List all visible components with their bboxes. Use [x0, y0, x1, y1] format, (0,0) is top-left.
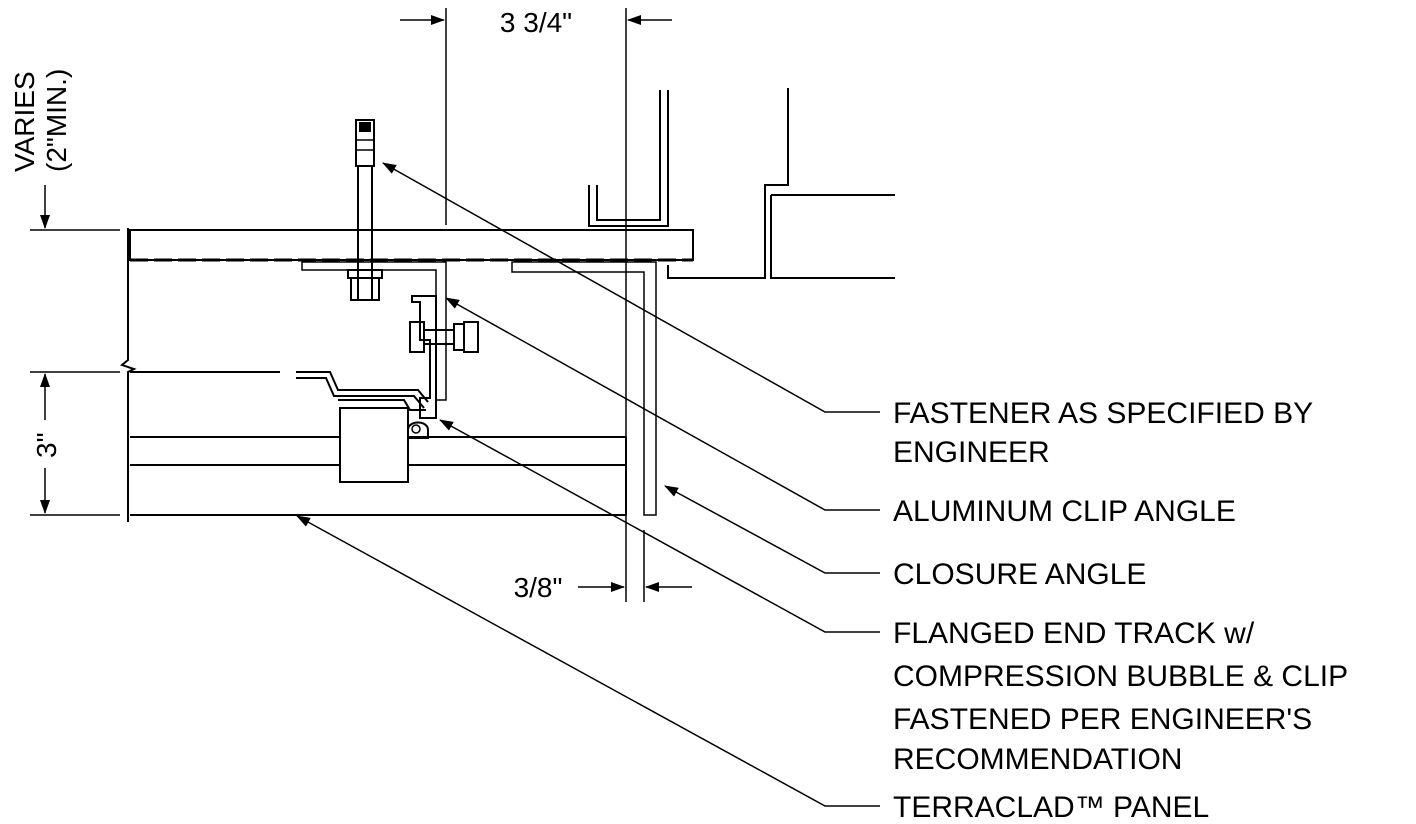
dim-varies-line2: (2"MIN.) [41, 69, 72, 172]
dimension-panel-height: 3" [30, 371, 120, 516]
dim-gap-width: 3/8" [514, 572, 563, 603]
dimension-varies: VARIES (2"MIN.) [9, 69, 120, 231]
dimension-gap: 3/8" [514, 530, 692, 603]
callout-end-track-line1: FLANGED END TRACK w/ [893, 617, 1255, 650]
flanged-end-track [296, 295, 437, 419]
panel-clip [339, 407, 429, 483]
dim-varies-line1: VARIES [9, 71, 40, 172]
closure-angle [511, 261, 657, 516]
clip-bolt [409, 321, 479, 353]
dimension-top: 3 3/4" [400, 7, 672, 602]
callout-end-track-line3: FASTENED PER ENGINEER'S [893, 703, 1312, 736]
fastener-bolt [347, 119, 383, 301]
callout-end-track-line2: COMPRESSION BUBBLE & CLIP [893, 660, 1348, 693]
callout-fastener-line2: ENGINEER [893, 436, 1050, 469]
dim-panel-height: 3" [31, 432, 62, 458]
concrete-substrate [129, 229, 694, 262]
callout-end-track-line4: RECOMMENDATION [893, 743, 1182, 776]
callout-fastener-line1: FASTENER AS SPECIFIED BY [893, 397, 1313, 430]
callout-labels: FASTENER AS SPECIFIED BY ENGINEER ALUMIN… [893, 397, 1348, 824]
callout-terraclad-panel: TERRACLAD™ PANEL [893, 791, 1209, 824]
terraclad-panel [119, 228, 627, 522]
callout-closure-angle: CLOSURE ANGLE [893, 558, 1146, 591]
dim-top-width: 3 3/4" [500, 7, 572, 38]
leader-lines [296, 162, 880, 807]
upper-right-structure [588, 88, 895, 279]
callout-clip-angle: ALUMINUM CLIP ANGLE [893, 495, 1236, 528]
